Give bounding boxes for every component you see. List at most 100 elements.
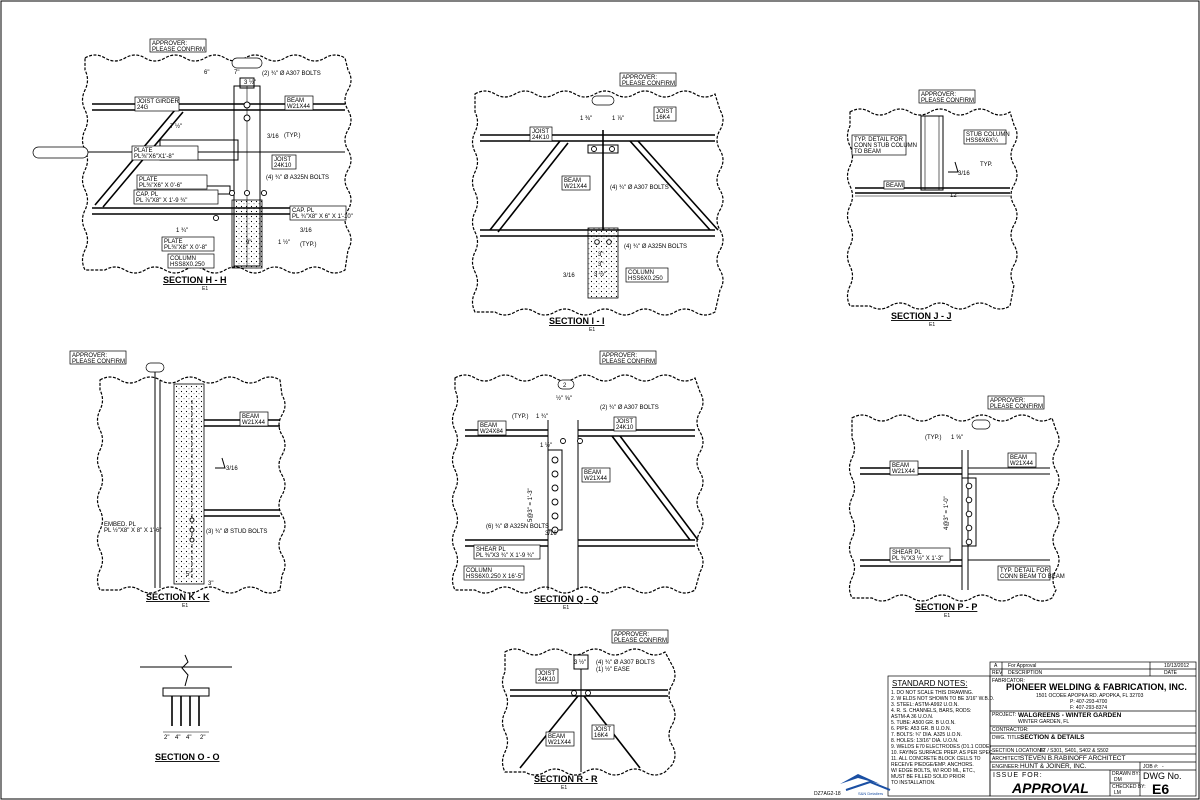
label-beam: BEAM W21X44 bbox=[284, 95, 314, 111]
svg-text:PLATE: PLATE bbox=[164, 239, 183, 245]
svg-text:2. W ELDS NOT SHOWN TO BE 3/16: 2. W ELDS NOT SHOWN TO BE 3/16" W.B.D. bbox=[891, 696, 994, 702]
label-beam: BEAM bbox=[883, 180, 905, 190]
section-title: SECTION O - O bbox=[155, 752, 220, 762]
svg-text:11. ALL CONCRETE BLOCK CELLS T: 11. ALL CONCRETE BLOCK CELLS TO bbox=[891, 756, 981, 762]
svg-text:1. DO NOT SCALE THIS DRAWING.: 1. DO NOT SCALE THIS DRAWING. bbox=[891, 690, 973, 696]
svg-text:4. R. S. CHANNELS, BARS, RODS:: 4. R. S. CHANNELS, BARS, RODS: bbox=[891, 708, 971, 714]
svg-text:DWG No.: DWG No. bbox=[1143, 771, 1182, 781]
svg-text:12": 12" bbox=[950, 193, 959, 199]
svg-text:3/16: 3/16 bbox=[267, 134, 279, 140]
svg-text:10/13/2012: 10/13/2012 bbox=[1164, 663, 1189, 669]
section-p-p: APPROVER: PLEASE CONFIRM (TYP.) 1 ⅝" 4@3… bbox=[848, 395, 1065, 619]
svg-text:3 ½": 3 ½" bbox=[244, 79, 256, 86]
svg-text:(2) ¾" Ø A307 BOLTS: (2) ¾" Ø A307 BOLTS bbox=[600, 405, 659, 411]
svg-text:PLEASE CONFIRM: PLEASE CONFIRM bbox=[602, 359, 655, 365]
label-cap-pl-2: CAP. PL PL ¾"X8" X 6" X 1'-10" bbox=[289, 205, 353, 221]
svg-text:(6) ¾" Ø A325N BOLTS: (6) ¾" Ø A325N BOLTS bbox=[486, 524, 549, 530]
svg-text:BEAM: BEAM bbox=[242, 414, 259, 420]
section-q-q: APPROVER: PLEASE CONFIRM 2 (TYP.) 1 ¾" bbox=[451, 350, 704, 611]
svg-text:-: - bbox=[1162, 764, 1164, 770]
svg-text:TO INSTALLATION.: TO INSTALLATION. bbox=[891, 780, 935, 786]
footer-code: DZ7AG2-18 bbox=[814, 791, 841, 797]
svg-text:CONTRACTOR:: CONTRACTOR: bbox=[992, 727, 1029, 733]
svg-text:PLEASE CONFIRM: PLEASE CONFIRM bbox=[990, 404, 1043, 410]
revision-cloud bbox=[96, 376, 286, 594]
svg-text:STANDARD NOTES:: STANDARD NOTES: bbox=[892, 679, 967, 688]
section-i-i: APPROVER: PLEASE CONFIRM 1 ⅜" 1 ⅞" 3/16 … bbox=[471, 72, 724, 333]
svg-text:CAP. PL: CAP. PL bbox=[136, 192, 159, 198]
svg-text:For Approval: For Approval bbox=[1008, 663, 1036, 669]
svg-text:4@3" = 1'-0": 4@3" = 1'-0" bbox=[944, 496, 950, 530]
label-beam: BEAM W21X44 bbox=[561, 175, 591, 191]
svg-text:BEAM: BEAM bbox=[480, 423, 497, 429]
svg-text:DWG. TITLE:: DWG. TITLE: bbox=[992, 735, 1022, 741]
svg-text:JOIST: JOIST bbox=[274, 157, 291, 163]
section-o-o: 2" 4" 4" 2" SECTION O - O bbox=[140, 654, 232, 762]
svg-text:JOB #:: JOB #: bbox=[1143, 764, 1158, 770]
svg-text:(TYP.): (TYP.) bbox=[925, 435, 942, 441]
svg-text:7 ½": 7 ½" bbox=[170, 123, 182, 130]
svg-text:3 ½": 3 ½" bbox=[574, 659, 586, 666]
svg-text:8. HOLES: 13/16" DIA. U.O.N.: 8. HOLES: 13/16" DIA. U.O.N. bbox=[891, 738, 958, 744]
svg-text:FABRICATOR:: FABRICATOR: bbox=[992, 678, 1025, 684]
svg-text:TYP. DETAIL FOR: TYP. DETAIL FOR bbox=[854, 137, 904, 143]
svg-text:BEAM: BEAM bbox=[564, 178, 581, 184]
detailer-logo: S&N Detailers bbox=[840, 774, 891, 796]
svg-text:HSS6X0.250: HSS6X0.250 bbox=[628, 276, 663, 282]
issue-stamp: APPROVAL bbox=[1011, 780, 1089, 796]
svg-text:PIONEER WELDING & FABRICATION,: PIONEER WELDING & FABRICATION, INC. bbox=[1006, 682, 1187, 692]
svg-text:DATE: DATE bbox=[1164, 670, 1178, 676]
svg-text:E1: E1 bbox=[944, 613, 950, 619]
approver-tag: APPROVER: PLEASE CONFIRM bbox=[987, 395, 1045, 410]
svg-text:APPROVER:: APPROVER: bbox=[990, 398, 1025, 404]
svg-text:ISSUE FOR:: ISSUE FOR: bbox=[993, 772, 1043, 779]
svg-text:4": 4" bbox=[186, 735, 191, 741]
svg-text:7. BOLTS: ¾" DIA. A325 U.O.N.: 7. BOLTS: ¾" DIA. A325 U.O.N. bbox=[891, 732, 962, 738]
svg-text:COLUMN: COLUMN bbox=[466, 568, 492, 574]
svg-text:24K10: 24K10 bbox=[274, 163, 292, 169]
label-joist-girder: JOIST GIRDER 24G bbox=[134, 96, 180, 112]
section-k-k: APPROVER: PLEASE CONFIRM 3/16 5" 3" BEAM… bbox=[69, 350, 286, 609]
section-title: SECTION Q - Q bbox=[534, 594, 599, 604]
revision-cloud bbox=[501, 648, 676, 776]
svg-text:2": 2" bbox=[164, 735, 169, 741]
svg-text:PL⅜"X8" X 0'-8": PL⅜"X8" X 0'-8" bbox=[164, 245, 207, 251]
label-plate-3: PLATE PL⅜"X8" X 0'-8" bbox=[161, 236, 215, 252]
section-r-r: APPROVER: PLEASE CONFIRM 3 ½" JOIST 24K1… bbox=[501, 629, 676, 791]
svg-text:3": 3" bbox=[598, 252, 603, 258]
svg-text:JOIST: JOIST bbox=[538, 671, 555, 677]
svg-text:3/16: 3/16 bbox=[300, 228, 312, 234]
svg-text:4": 4" bbox=[175, 735, 180, 741]
label-cap-pl-1: CAP. PL PL ⅞"X8" X 1'-9 ¾" bbox=[133, 189, 219, 205]
svg-text:P: 407-293-4700: P: 407-293-4700 bbox=[1070, 699, 1107, 705]
svg-text:TYP.: TYP. bbox=[980, 162, 993, 168]
svg-text:5": 5" bbox=[186, 572, 191, 578]
section-title: SECTION J - J bbox=[891, 311, 952, 321]
svg-text:CONN STUB COLUMN: CONN STUB COLUMN bbox=[854, 143, 917, 149]
svg-text:6. PIPE: A53 GR. B U.O.N.: 6. PIPE: A53 GR. B U.O.N. bbox=[891, 726, 951, 732]
label-joist-right: JOIST 16K4 bbox=[591, 724, 615, 740]
svg-text:PLEASE CONFIRM: PLEASE CONFIRM bbox=[614, 638, 667, 644]
label-beam: BEAM W21X44 bbox=[239, 411, 269, 427]
svg-text:BEAM: BEAM bbox=[1010, 455, 1027, 461]
svg-text:BEAM: BEAM bbox=[886, 183, 903, 189]
svg-text:JOIST GIRDER: JOIST GIRDER bbox=[137, 99, 180, 105]
svg-text:1 ⅜": 1 ⅜" bbox=[580, 116, 592, 122]
svg-text:HSS8X0.250: HSS8X0.250 bbox=[170, 262, 205, 268]
approver-tag: APPROVER: PLEASE CONFIRM bbox=[619, 72, 677, 87]
svg-text:BEAM: BEAM bbox=[892, 463, 909, 469]
svg-text:TO BEAM: TO BEAM bbox=[854, 149, 881, 155]
label-joist-left: JOIST 24K10 bbox=[535, 668, 559, 684]
svg-text:E1: E1 bbox=[563, 605, 569, 611]
svg-text:W21X44: W21X44 bbox=[584, 476, 608, 482]
svg-text:SECTION & DETAILS: SECTION & DETAILS bbox=[1020, 734, 1085, 741]
svg-text:1 ½": 1 ½" bbox=[540, 442, 552, 449]
svg-text:3 ½": 3 ½" bbox=[594, 271, 606, 278]
svg-text:A: A bbox=[994, 663, 998, 669]
section-title: SECTION K - K bbox=[146, 592, 210, 602]
svg-text:7": 7" bbox=[234, 70, 239, 76]
svg-text:DM: DM bbox=[1114, 777, 1122, 783]
svg-text:TYP. DETAIL FOR: TYP. DETAIL FOR bbox=[1000, 568, 1050, 574]
svg-text:APPROVER:: APPROVER: bbox=[602, 353, 637, 359]
svg-text:3": 3" bbox=[598, 262, 603, 268]
